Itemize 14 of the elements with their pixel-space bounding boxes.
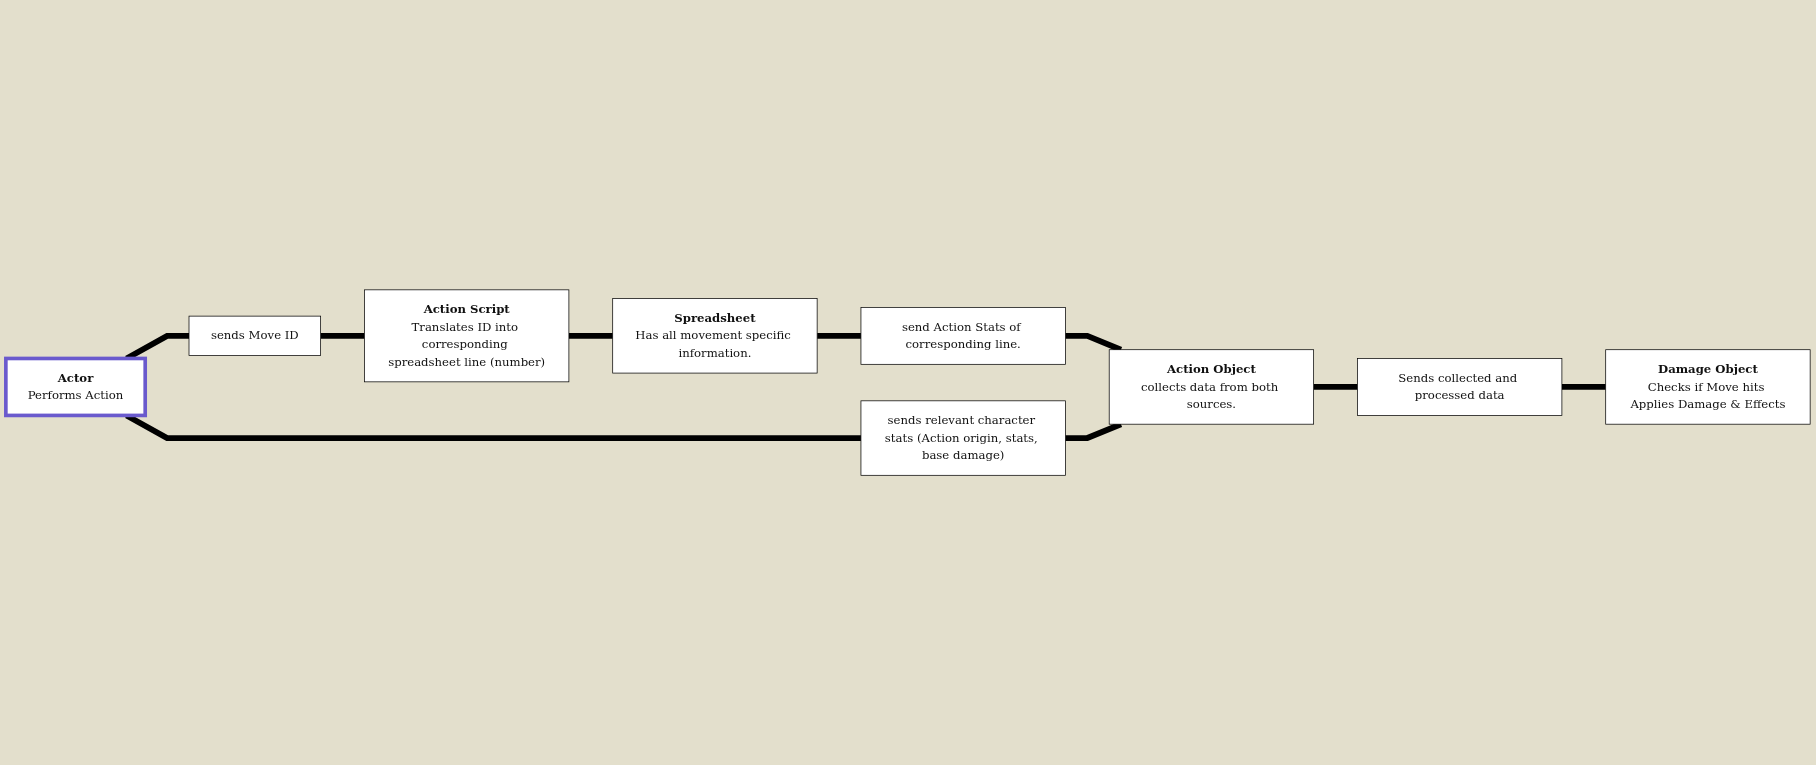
- node-box: Actor Performs Action: [4, 356, 148, 418]
- node-box: sends relevant character stats (Action origin, stats, base damage): [860, 400, 1066, 476]
- node-box: Damage Object Checks if Move hits Applies Damage & Effects: [1605, 349, 1811, 425]
- connector: [320, 332, 365, 339]
- connector: [568, 332, 613, 339]
- node-box: send Action Stats of corresponding line.: [860, 306, 1066, 365]
- connector: [817, 332, 861, 339]
- node-box: Action Script Translates ID into corresponding spreadsheet line (number): [364, 289, 570, 383]
- node-box: sends Move ID: [188, 315, 321, 356]
- connector: [1313, 383, 1358, 390]
- connector: [1561, 383, 1606, 390]
- node-box: Action Object collects data from both sources.: [1108, 349, 1314, 425]
- node-box: Sends collected and processed data: [1357, 358, 1563, 416]
- node-box: Spreadsheet Has all movement specific information.: [612, 298, 818, 374]
